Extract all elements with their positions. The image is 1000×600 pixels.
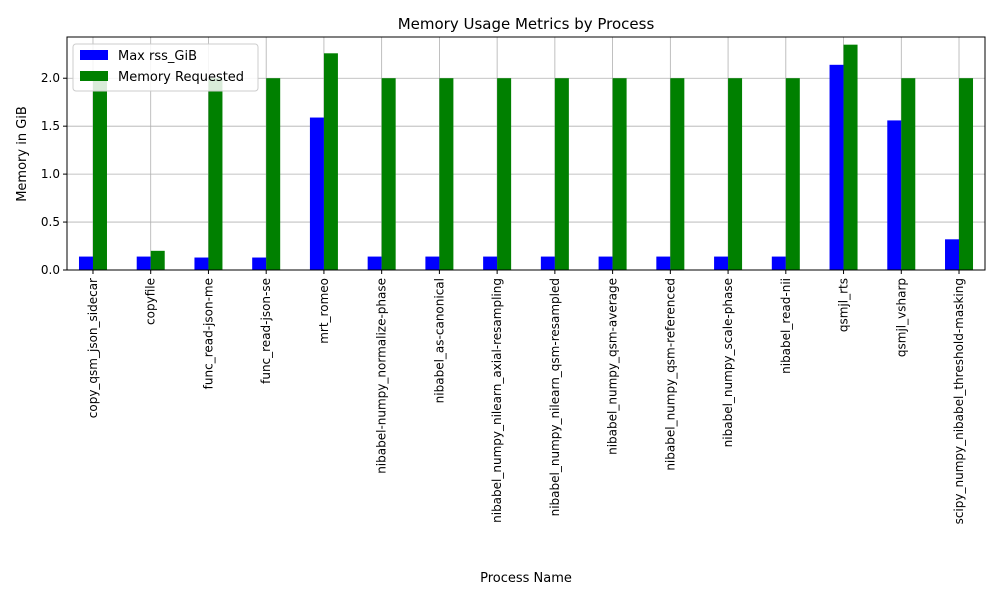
bar-max-rss (425, 256, 440, 270)
bar-max-rss (309, 117, 324, 270)
x-tick-label: qsmjl_vsharp (894, 278, 908, 357)
x-tick-label: func_read-json-me (201, 278, 215, 389)
bar-memory-requested (439, 78, 454, 270)
bar-max-rss (829, 64, 844, 271)
bar-max-rss (78, 256, 93, 270)
bar-memory-requested (785, 78, 800, 270)
bar-memory-requested (497, 78, 512, 270)
x-tick-label: scipy_numpy_nibabel_threshold-masking (952, 278, 966, 524)
bar-max-rss (598, 256, 613, 270)
bar-memory-requested (323, 53, 338, 270)
legend-label-max-rss: Max rss_GiB (118, 49, 197, 64)
y-tick-label: 0.0 (41, 263, 60, 277)
x-tick-label: nibabel_numpy_nilearn_qsm-resampled (548, 278, 562, 516)
bar-memory-requested (381, 78, 396, 270)
bar-max-rss (945, 239, 960, 270)
y-tick-label: 1.5 (41, 119, 60, 133)
bar-max-rss (367, 256, 382, 270)
bar-memory-requested (901, 78, 916, 270)
bar-max-rss (483, 256, 498, 270)
bar-memory-requested (92, 78, 107, 270)
y-tick-label: 0.5 (41, 215, 60, 229)
bar-memory-requested (728, 78, 743, 270)
bar-memory-requested (208, 78, 223, 270)
bar-max-rss (887, 120, 902, 270)
bar-memory-requested (554, 78, 569, 270)
bar-max-rss (136, 256, 151, 270)
bar-memory-requested (150, 250, 165, 270)
bar-memory-requested (670, 78, 685, 270)
x-tick-label: nibabel-numpy_normalize-phase (375, 278, 389, 474)
bar-max-rss (656, 256, 671, 270)
x-axis-label: Process Name (480, 571, 572, 586)
x-tick-label: nibabel_numpy_scale-phase (721, 278, 735, 447)
x-tick-label: func_read-json-se (259, 278, 273, 384)
legend-label-memory-requested: Memory Requested (118, 70, 244, 85)
ticks-layer: 0.0 0.5 1.0 1.5 2.0 copy_qsm_json_sidecar copy… (41, 71, 966, 524)
chart-title: Memory Usage Metrics by Process (398, 15, 655, 33)
bar-max-rss (771, 256, 786, 270)
bar-memory-requested (959, 78, 974, 270)
bar-memory-requested (612, 78, 627, 270)
legend-box (72, 43, 259, 92)
bar-max-rss (540, 256, 555, 270)
bars-layer (78, 44, 974, 271)
bar-memory-requested (843, 44, 858, 271)
legend-swatch-memory-requested (80, 71, 108, 81)
legend: Max rss_GiB Memory Requested (72, 43, 259, 92)
bar-max-rss (714, 256, 729, 270)
x-tick-label: nibabel_numpy_nilearn_axial-resampling (490, 278, 504, 523)
x-tick-label: qsmjl_rts (837, 278, 851, 332)
y-axis-label: Memory in GiB (15, 106, 30, 202)
y-tick-label: 2.0 (41, 71, 60, 85)
x-tick-label: nibabel_read-nii (779, 278, 793, 374)
x-tick-label: copy_qsm_json_sidecar (86, 278, 100, 418)
legend-swatch-max-rss (80, 50, 108, 60)
plot-frame (66, 36, 986, 271)
bar-max-rss (194, 257, 209, 270)
y-tick-label: 1.0 (41, 167, 60, 181)
x-tick-label: nibabel_numpy_qsm-average (606, 278, 620, 455)
x-tick-label: nibabel_numpy_qsm-referenced (663, 278, 677, 471)
x-tick-label: mrt_romeo (317, 278, 331, 344)
bar-max-rss (252, 257, 267, 270)
x-tick-label: copyfile (144, 278, 158, 325)
bar-memory-requested (266, 78, 281, 270)
x-tick-label: nibabel_as-canonical (432, 278, 446, 403)
